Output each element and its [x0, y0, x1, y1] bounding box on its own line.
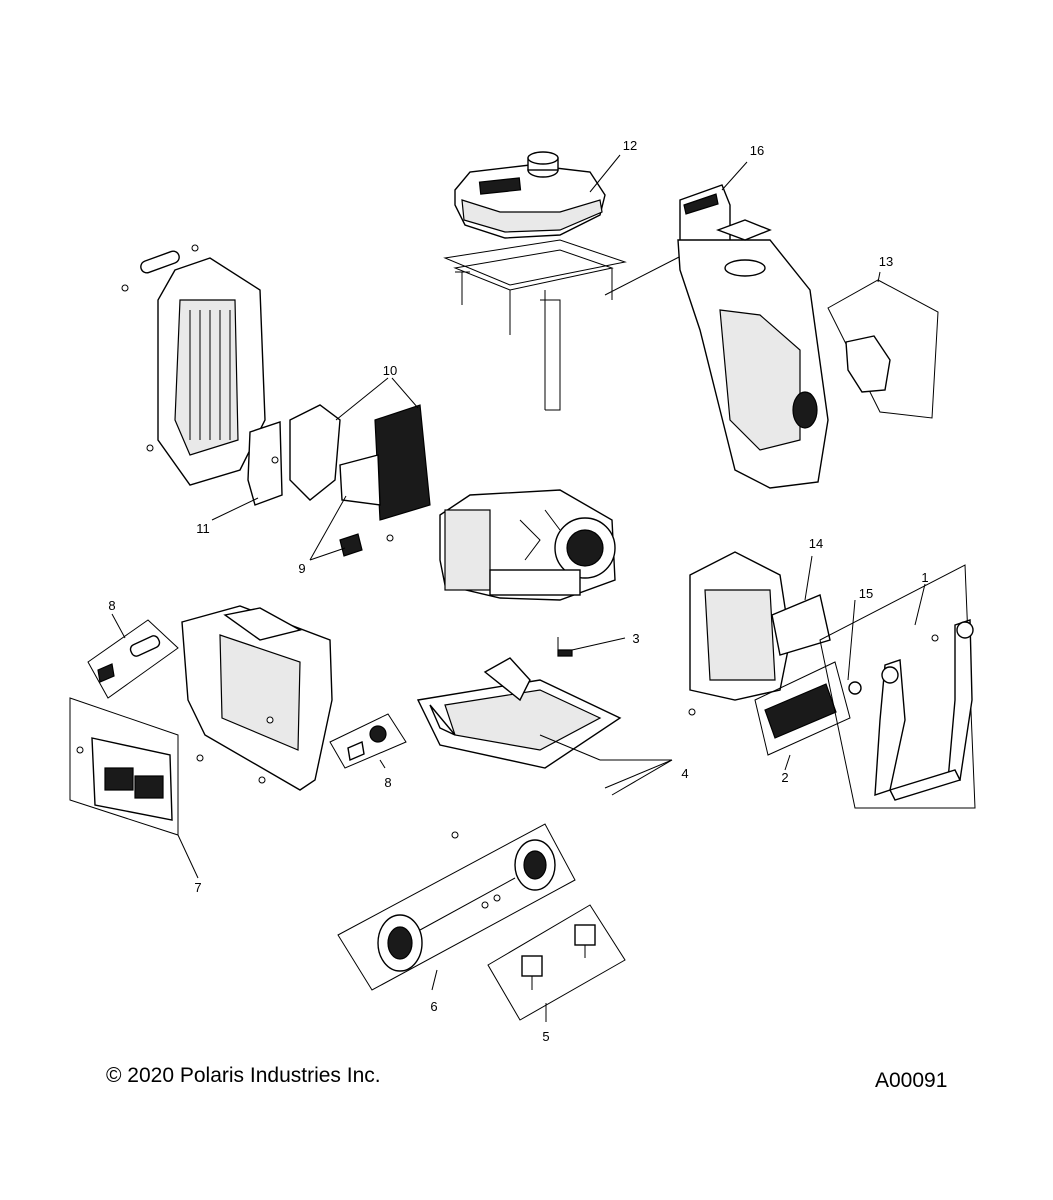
frame-assembly[interactable]: [443, 239, 627, 411]
callout-6: 6: [430, 999, 437, 1014]
callout-12: 12: [623, 138, 637, 153]
part-15-washer[interactable]: [847, 599, 862, 695]
callout-10: 10: [383, 363, 397, 378]
callout-9: 9: [298, 561, 305, 576]
part-2-vent-grill[interactable]: [754, 661, 851, 771]
part-8-knob-lower[interactable]: [329, 713, 407, 769]
screws: [76, 244, 939, 909]
copyright-notice: © 2020 Polaris Industries Inc.: [106, 1064, 381, 1087]
engine-assembly[interactable]: [439, 489, 616, 601]
leader-lines: [589, 154, 881, 283]
callout-11: 11: [196, 521, 210, 536]
part-6-wheel-axle[interactable]: [337, 823, 576, 991]
callout-5: 5: [542, 1029, 549, 1044]
part-3-bracket[interactable]: [557, 637, 626, 657]
diagram-id: A00091: [875, 1069, 948, 1092]
part-5-feet[interactable]: [487, 904, 626, 1022]
part-10-air-filter[interactable]: [289, 377, 431, 521]
part-8-knob-upper[interactable]: [87, 613, 179, 699]
callout-4: 4: [681, 766, 688, 781]
front-left-cover[interactable]: [181, 605, 333, 791]
part-11-gasket[interactable]: [211, 421, 283, 521]
part-12-fuel-tank[interactable]: [454, 151, 606, 239]
callout-3: 3: [632, 631, 639, 646]
callout-8-lower: 8: [384, 775, 391, 790]
part-7-front-panel[interactable]: [69, 697, 199, 879]
callout-14: 14: [809, 536, 823, 551]
part-1-handle[interactable]: [819, 564, 976, 809]
left-rear-cover[interactable]: [139, 250, 266, 486]
callout-2: 2: [781, 770, 788, 785]
callout-8-upper: 8: [108, 598, 115, 613]
right-side-cover[interactable]: [677, 219, 829, 489]
part-13-gasket-panel[interactable]: [827, 279, 939, 419]
part-14-control-panel[interactable]: [689, 551, 831, 701]
part-9-clip[interactable]: [309, 495, 363, 561]
callout-1: 1: [921, 570, 928, 585]
part-4-base-tray[interactable]: [416, 657, 673, 796]
callout-13: 13: [879, 254, 893, 269]
callout-16: 16: [750, 143, 764, 158]
callout-15: 15: [859, 586, 873, 601]
callout-7: 7: [194, 880, 201, 895]
